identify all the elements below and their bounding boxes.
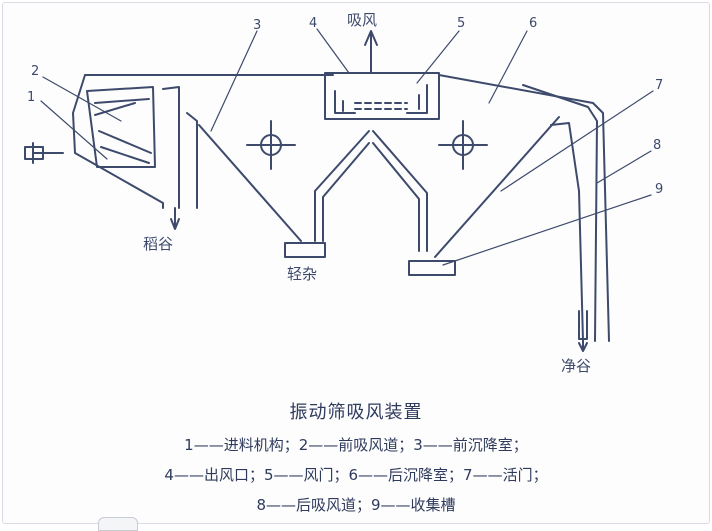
leader-8 xyxy=(596,150,652,184)
figure-caption: 振动筛吸风装置 xyxy=(289,402,423,423)
front-hopper-inner xyxy=(322,142,370,242)
legend-line-3: 8——后吸风道；9——收集槽 xyxy=(256,496,456,514)
paddy-arrow xyxy=(170,207,180,230)
legend-line-1: 1——进料机构；2——前吸风道；3——前沉降室； xyxy=(184,436,528,454)
leader-7 xyxy=(500,90,654,192)
front-hopper-left xyxy=(198,124,302,242)
leader-9 xyxy=(442,194,652,266)
label-5: 5 xyxy=(457,16,465,31)
leader-1 xyxy=(40,100,108,160)
label-8: 8 xyxy=(653,138,661,153)
housing-top-right xyxy=(438,74,610,342)
label-1: 1 xyxy=(27,90,35,105)
feed-box xyxy=(86,86,156,168)
paddy-label: 稻谷 xyxy=(143,235,173,253)
label-6: 6 xyxy=(529,16,537,31)
feed-slats xyxy=(94,98,152,164)
inner-right-wall xyxy=(522,84,598,342)
outlet-arrow xyxy=(364,30,378,74)
light-impurity-label: 轻杂 xyxy=(287,265,317,283)
damper-dash xyxy=(354,102,408,110)
vibrating-screen-diagram: 2 1 3 4 5 6 7 8 9 吸风 稻谷 轻杂 净谷 xyxy=(24,11,663,375)
label-3: 3 xyxy=(253,18,261,33)
label-7: 7 xyxy=(655,78,663,93)
view-port-front-cross xyxy=(246,120,296,170)
view-port-rear-cross xyxy=(438,120,488,170)
clean-grain-outlet xyxy=(578,310,588,352)
resize-handle-icon[interactable] xyxy=(98,517,138,531)
rear-hopper-inner xyxy=(372,142,420,252)
suction-label: 吸风 xyxy=(347,11,377,29)
label-4: 4 xyxy=(309,16,317,31)
air-outlet-box xyxy=(324,72,440,120)
label-2: 2 xyxy=(31,64,39,79)
leader-4 xyxy=(316,28,350,74)
damper-right xyxy=(406,84,428,114)
rear-hopper-left xyxy=(372,130,428,252)
front-duct-wall xyxy=(162,86,180,209)
figure-frame: 2 1 3 4 5 6 7 8 9 吸风 稻谷 轻杂 净谷 xyxy=(2,2,710,524)
legend-line-2: 4——出风口；5——风门；6——后沉降室；7——活门； xyxy=(164,466,548,484)
flap-valve xyxy=(550,122,584,342)
feed-inlet xyxy=(24,142,64,164)
collection-trough xyxy=(408,260,456,276)
clean-grain-label: 净谷 xyxy=(561,357,591,375)
light-impurity-tray xyxy=(284,242,326,258)
front-chamber-left xyxy=(186,112,198,209)
label-9: 9 xyxy=(655,182,663,197)
damper-left xyxy=(334,90,356,114)
leader-5 xyxy=(416,30,460,84)
front-hopper-right xyxy=(314,130,370,242)
rear-hopper-right xyxy=(434,116,560,258)
leader-2 xyxy=(42,76,122,122)
leader-3 xyxy=(210,30,258,132)
housing-top-left xyxy=(72,74,334,209)
leader-6 xyxy=(488,30,528,104)
